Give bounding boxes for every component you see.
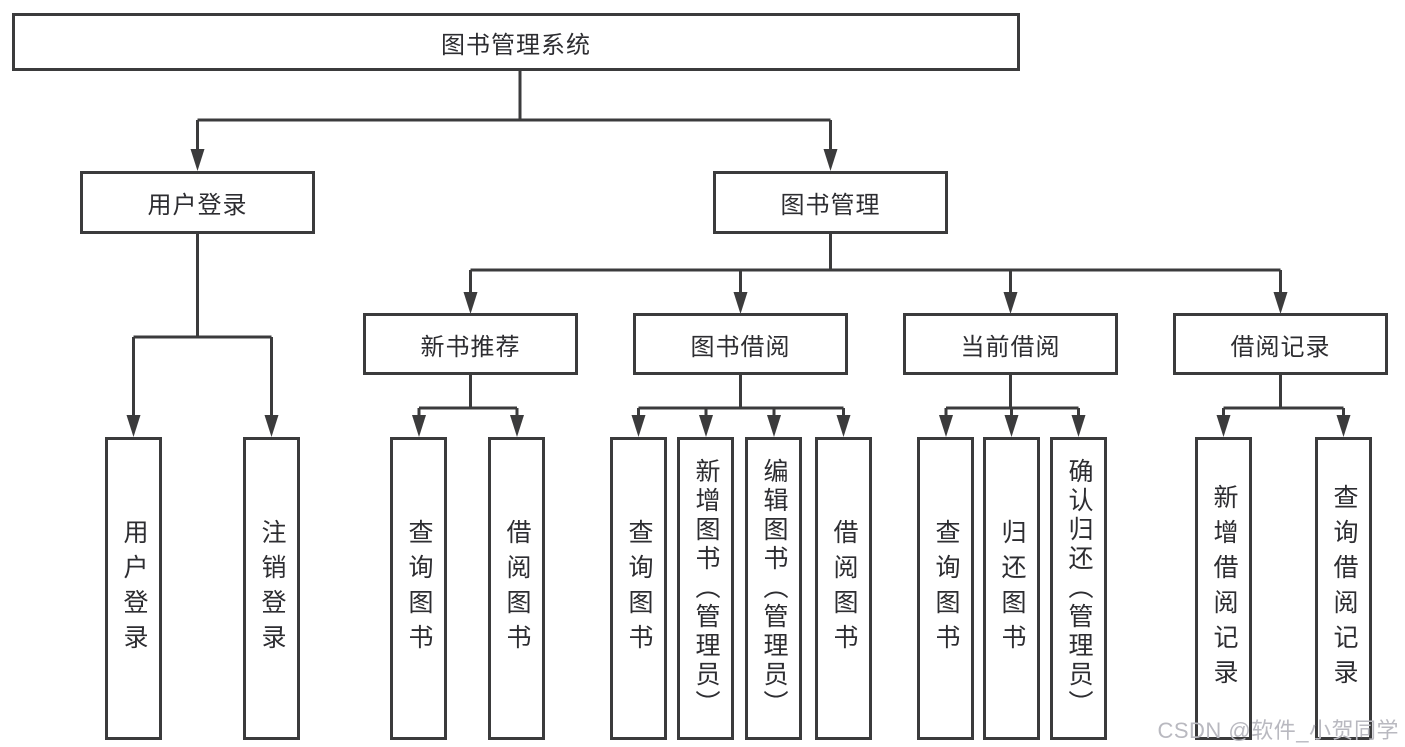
node-leaf-user-login: 用户登录 bbox=[105, 437, 162, 740]
node-branch-book-management: 图书管理 bbox=[713, 171, 948, 234]
node-leaf-borrow-books-1: 借阅图书 bbox=[488, 437, 545, 740]
node-label: 编辑图书（管理员） bbox=[760, 458, 788, 719]
node-leaf-query-borrow-record: 查询借阅记录 bbox=[1315, 437, 1372, 740]
node-label: 借阅记录 bbox=[1230, 333, 1331, 361]
node-leaf-edit-books-admin: 编辑图书（管理员） bbox=[745, 437, 802, 740]
csdn-watermark: CSDN @软件_小贺同学 bbox=[1157, 718, 1399, 743]
node-label: 图书管理 bbox=[780, 192, 881, 219]
node-group-new-book-recommend: 新书推荐 bbox=[363, 313, 578, 375]
node-group-borrow-records: 借阅记录 bbox=[1173, 313, 1388, 375]
node-leaf-logout: 注销登录 bbox=[243, 437, 300, 740]
arrowheads bbox=[126, 149, 1351, 437]
node-label: 新增借阅记录 bbox=[1210, 483, 1238, 694]
node-leaf-add-books-admin: 新增图书（管理员） bbox=[677, 437, 734, 740]
node-label: 图书借阅 bbox=[690, 333, 791, 361]
node-group-current-borrow: 当前借阅 bbox=[903, 313, 1118, 375]
node-leaf-query-books-3: 查询图书 bbox=[917, 437, 974, 740]
node-label: 确认归还（管理员） bbox=[1065, 458, 1093, 719]
node-label: 借阅图书 bbox=[830, 518, 858, 659]
node-leaf-return-books: 归还图书 bbox=[983, 437, 1040, 740]
node-label: 查询图书 bbox=[932, 518, 960, 659]
node-label: 当前借阅 bbox=[960, 333, 1061, 361]
node-label: 借阅图书 bbox=[503, 518, 531, 659]
node-leaf-add-borrow-record: 新增借阅记录 bbox=[1195, 437, 1252, 740]
node-label: 查询借阅记录 bbox=[1330, 483, 1358, 694]
node-label: 归还图书 bbox=[998, 518, 1026, 659]
node-leaf-query-books-2: 查询图书 bbox=[610, 437, 667, 740]
node-label: 新书推荐 bbox=[420, 333, 521, 361]
node-branch-user-login: 用户登录 bbox=[80, 171, 315, 234]
node-leaf-confirm-return-admin: 确认归还（管理员） bbox=[1050, 437, 1107, 740]
node-root-system: 图书管理系统 bbox=[12, 13, 1020, 71]
node-leaf-borrow-books-2: 借阅图书 bbox=[815, 437, 872, 740]
node-label: 用户登录 bbox=[147, 192, 248, 219]
node-label: 新增图书（管理员） bbox=[692, 458, 720, 719]
node-label: 图书管理系统 bbox=[441, 31, 591, 59]
node-label: 查询图书 bbox=[405, 518, 433, 659]
node-leaf-query-books-1: 查询图书 bbox=[390, 437, 447, 740]
node-group-book-borrow: 图书借阅 bbox=[633, 313, 848, 375]
node-label: 查询图书 bbox=[625, 518, 653, 659]
node-label: 用户登录 bbox=[120, 518, 148, 659]
node-label: 注销登录 bbox=[258, 518, 286, 659]
